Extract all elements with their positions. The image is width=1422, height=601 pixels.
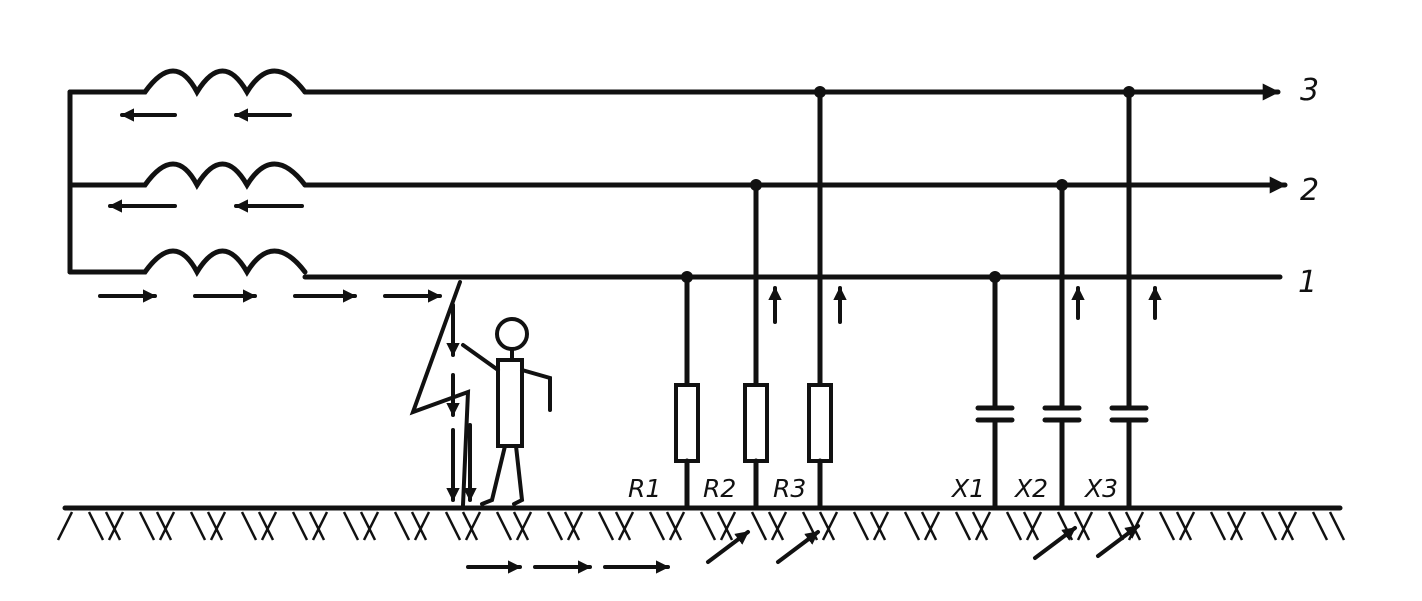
ground-hatch-mark	[104, 511, 122, 541]
capacitor-label-x3: X3	[1083, 474, 1118, 503]
ground-hatch-mark	[413, 511, 431, 541]
ground-hatch-mark	[1280, 511, 1298, 541]
ground-hatch-mark	[1005, 511, 1023, 541]
leakage-current-arrows	[768, 286, 1162, 324]
ground-hatch-mark	[512, 511, 530, 541]
ground-hatch-mark	[155, 511, 173, 541]
ground-hatch-mark	[461, 511, 479, 541]
ground-hatch-mark	[362, 511, 380, 541]
ground-hatch-mark	[648, 511, 666, 541]
ground-hatch-mark	[515, 511, 533, 541]
ground-hatch-mark	[1107, 511, 1125, 541]
ground-hatch-mark	[750, 511, 768, 541]
ground-hatch-mark	[107, 511, 125, 541]
ground-hatch-mark	[971, 511, 989, 541]
ground-hatch-mark	[1328, 511, 1346, 541]
ground-hatch-mark	[974, 511, 992, 541]
winding-3	[67, 68, 308, 98]
ground-hatch-mark	[852, 511, 870, 541]
winding-1	[67, 248, 308, 278]
ground-hatch-mark	[308, 511, 326, 541]
ground-hatch-mark	[719, 511, 737, 541]
capacitor-x3	[1109, 86, 1149, 511]
ground-hatch-mark	[1175, 511, 1193, 541]
ground-hatch-mark	[56, 511, 74, 541]
ground-hatch-mark	[189, 511, 207, 541]
ground-hatch-mark	[1226, 511, 1244, 541]
ground-hatch-mark	[1178, 511, 1196, 541]
ground-hatch-mark	[87, 511, 105, 541]
ground-hatch-mark	[464, 511, 482, 541]
winding-2	[67, 161, 308, 191]
ground-hatch-mark	[821, 511, 839, 541]
ground-hatch-mark	[617, 511, 635, 541]
resistor-r3	[807, 86, 833, 511]
resistor-label-r3: R3	[773, 474, 806, 503]
capacitor-x2	[1042, 179, 1082, 511]
ground-hatch-mark	[359, 511, 377, 541]
ground-hatch-mark	[1025, 511, 1043, 541]
ground-hatch-mark	[770, 511, 788, 541]
phase-label-2: 2	[1300, 173, 1319, 208]
ground-hatch-mark	[903, 511, 921, 541]
ground-hatching	[56, 511, 1346, 541]
ground-hatch-mark	[1076, 511, 1094, 541]
ground-hatch-mark	[311, 511, 329, 541]
phase-label-1: 1	[1298, 265, 1317, 300]
ground-hatch-mark	[563, 511, 581, 541]
capacitor-x1	[975, 271, 1015, 511]
resistor-r1	[674, 271, 700, 511]
ground-current-arrows	[466, 524, 1140, 574]
ground-hatch-mark	[699, 511, 717, 541]
ground-hatch-mark	[257, 511, 275, 541]
ground-hatch-mark	[206, 511, 224, 541]
ground-hatch-mark	[920, 511, 938, 541]
phase-label-3: 3	[1300, 73, 1319, 108]
ground-hatch-mark	[495, 511, 513, 541]
ground-hatch-mark	[597, 511, 615, 541]
ground-hatch-mark	[1311, 511, 1329, 541]
ground-hatch-mark	[291, 511, 309, 541]
winding-current-arrows	[108, 108, 304, 213]
ground-hatch-mark	[818, 511, 836, 541]
ground-hatch-mark	[444, 511, 462, 541]
ground-hatch-mark	[138, 511, 156, 541]
resistor-label-r2: R2	[703, 474, 736, 503]
ground-hatch-mark	[614, 511, 632, 541]
ground-hatch-mark	[665, 511, 683, 541]
ground-hatch-mark	[546, 511, 564, 541]
ground-hatch-mark	[1073, 511, 1091, 541]
resistor-label-r1: R1	[628, 474, 661, 503]
ground-hatch-mark	[1209, 511, 1227, 541]
capacitor-label-x2: X2	[1013, 474, 1048, 503]
fault-current-zigzag	[409, 280, 477, 507]
ground-hatch-mark	[1158, 511, 1176, 541]
resistor-r2	[743, 179, 769, 511]
ground-hatch-mark	[1022, 511, 1040, 541]
ground-hatch-mark	[1260, 511, 1278, 541]
ground-hatch-mark	[240, 511, 258, 541]
ground-hatch-mark	[923, 511, 941, 541]
capacitor-label-x1: X1	[950, 474, 985, 503]
person-figure	[461, 317, 552, 506]
ground-hatch-mark	[209, 511, 227, 541]
ground-hatch-mark	[954, 511, 972, 541]
ground-hatch-mark	[716, 511, 734, 541]
ground-hatch-mark	[767, 511, 785, 541]
ground-hatch-mark	[342, 511, 360, 541]
ground-hatch-mark	[869, 511, 887, 541]
ground-hatch-mark	[1229, 511, 1247, 541]
ground-hatch-mark	[668, 511, 686, 541]
ground-hatch-mark	[566, 511, 584, 541]
ground-hatch-mark	[393, 511, 411, 541]
ground-hatch-mark	[410, 511, 428, 541]
ground-hatch-mark	[1277, 511, 1295, 541]
ground-hatch-mark	[260, 511, 278, 541]
ground-hatch-mark	[158, 511, 176, 541]
ground-hatch-mark	[872, 511, 890, 541]
